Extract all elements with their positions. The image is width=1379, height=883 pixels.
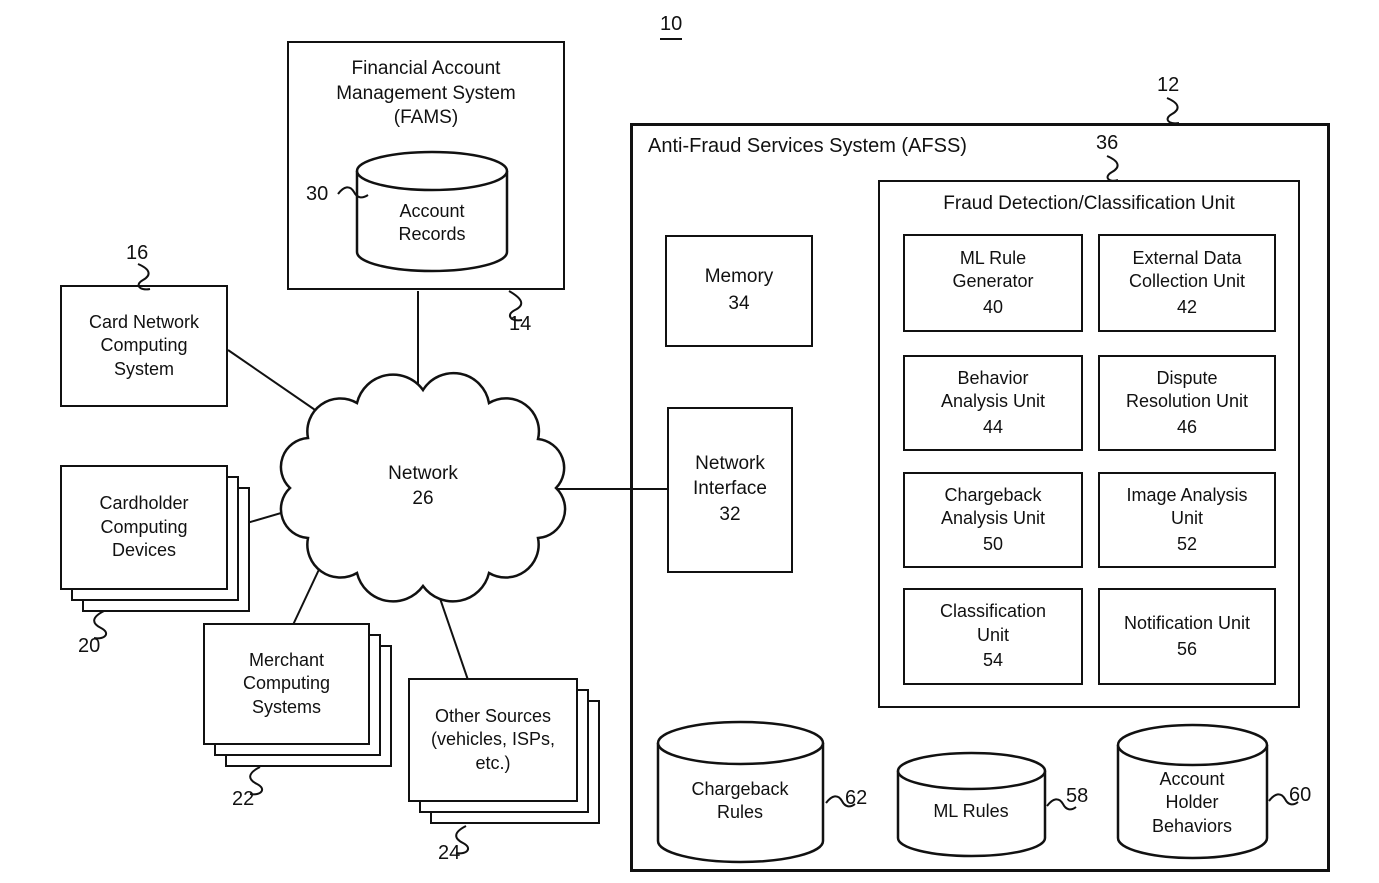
chargeback-rules-ref: 62 [845, 787, 868, 809]
chargeback-rules-cylinder [656, 743, 825, 864]
account-records-label: Account Records [398, 201, 466, 245]
unit-label: External Data Collection Unit [1128, 247, 1246, 292]
fams-box: Financial Account Management System (FAM… [287, 41, 565, 290]
unit-ref: 50 [982, 533, 1004, 554]
account-holder-behaviors-cylinder [1116, 745, 1269, 860]
account-records-cylinder-top [355, 150, 509, 192]
unit-box-external-data-collection: External Data Collection Unit 42 [1098, 234, 1276, 332]
cardholder-ref: 20 [78, 635, 101, 657]
unit-label: Chargeback Analysis Unit [940, 484, 1046, 529]
account-holder-behaviors-cylinder-top [1116, 723, 1269, 767]
unit-label: Notification Unit [1123, 613, 1251, 634]
unit-ref: 44 [982, 416, 1004, 437]
account-records-ref: 30 [306, 183, 329, 205]
ref-connector-62 [825, 795, 856, 808]
network-ref: 26 [412, 487, 434, 509]
ref-connector-60 [1268, 793, 1299, 806]
merchant-ref: 22 [232, 788, 255, 810]
other-sources-box: Other Sources (vehicles, ISPs, etc.) [408, 678, 578, 802]
account-records-cylinder [355, 171, 509, 273]
afss-ref: 12 [1157, 74, 1180, 96]
card-network-ref: 16 [126, 242, 149, 264]
ref-connector-20 [93, 610, 108, 640]
account-holder-behaviors-ref: 60 [1289, 784, 1312, 806]
fams-label: Financial Account Management System (FAM… [336, 58, 516, 129]
network-interface-box: Network Interface 32 [667, 407, 793, 573]
ref-connector-24 [455, 825, 470, 855]
network-label-text: Network [388, 463, 458, 484]
card-network-label: Card Network Computing System [88, 311, 200, 379]
unit-box-ml-rule-generator: ML Rule Generator 40 [903, 234, 1083, 332]
unit-ref: 40 [982, 296, 1004, 317]
fraud-unit-box [878, 180, 1300, 708]
unit-label: Dispute Resolution Unit [1125, 367, 1249, 412]
afss-title: Anti-Fraud Services System (AFSS) [648, 135, 967, 157]
network-interface-ref: 32 [719, 504, 741, 526]
memory-ref: 34 [728, 293, 750, 314]
ref-connector-58 [1046, 798, 1077, 811]
unit-label: Behavior Analysis Unit [940, 367, 1046, 412]
unit-box-classification: Classification Unit 54 [903, 588, 1083, 685]
merchant-label: Merchant Computing Systems [242, 649, 331, 717]
afss-box [630, 123, 1330, 872]
ml-rules-label: ML Rules [933, 801, 1009, 821]
unit-ref: 54 [982, 650, 1004, 671]
unit-box-image-analysis: Image Analysis Unit 52 [1098, 472, 1276, 568]
network-cloud-label: Network 26 [368, 462, 478, 511]
chargeback-rules-label: Chargeback Rules [691, 779, 789, 823]
figure-ref: 10 [660, 13, 683, 40]
ml-rules-cylinder [896, 771, 1047, 858]
fams-ref: 14 [509, 313, 532, 335]
network-interface-label: Network Interface [693, 452, 767, 499]
unit-box-behavior-analysis: Behavior Analysis Unit 44 [903, 355, 1083, 451]
ref-connector-22 [249, 766, 264, 796]
ref-connector-12 [1166, 97, 1180, 125]
unit-label: Classification Unit [939, 601, 1047, 645]
memory-box: Memory 34 [665, 235, 813, 347]
unit-ref: 42 [1176, 296, 1198, 317]
ml-rules-ref: 58 [1066, 785, 1089, 807]
unit-ref: 46 [1176, 416, 1198, 437]
other-sources-label: Other Sources (vehicles, ISPs, etc.) [430, 705, 556, 773]
unit-ref: 56 [1176, 638, 1198, 659]
unit-box-notification: Notification Unit 56 [1098, 588, 1276, 685]
ref-connector-16 [137, 263, 151, 291]
ml-rules-cylinder-top [896, 751, 1047, 791]
merchant-box: Merchant Computing Systems [203, 623, 370, 745]
card-network-box: Card Network Computing System [60, 285, 228, 407]
unit-box-chargeback-analysis: Chargeback Analysis Unit 50 [903, 472, 1083, 568]
account-holder-behaviors-label: Account Holder Behaviors [1151, 769, 1233, 836]
unit-label: ML Rule Generator [952, 247, 1034, 292]
cardholder-label: Cardholder Computing Devices [99, 493, 189, 561]
ref-connector-14 [508, 290, 523, 322]
unit-box-dispute-resolution: Dispute Resolution Unit 46 [1098, 355, 1276, 451]
network-cloud-shape [279, 371, 567, 603]
cardholder-box: Cardholder Computing Devices [60, 465, 228, 590]
memory-label: Memory [704, 266, 774, 288]
other-sources-ref: 24 [438, 842, 461, 864]
unit-label: Image Analysis Unit [1126, 484, 1248, 529]
fraud-unit-ref: 36 [1096, 132, 1119, 154]
chargeback-rules-cylinder-top [656, 720, 825, 766]
fraud-unit-title: Fraud Detection/Classification Unit [943, 193, 1235, 214]
unit-ref: 52 [1176, 533, 1198, 554]
ref-connector-30 [337, 186, 369, 199]
